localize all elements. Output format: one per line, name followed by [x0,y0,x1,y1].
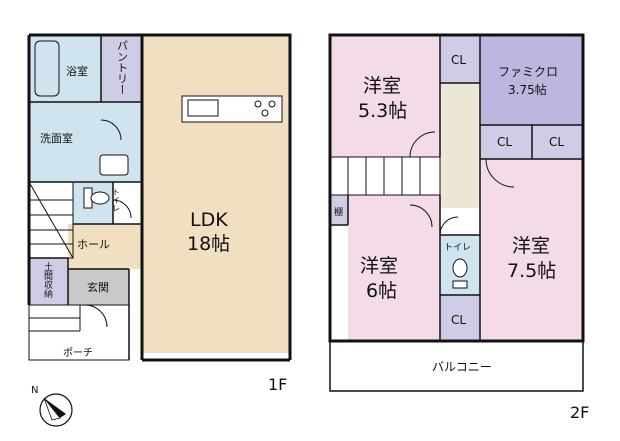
compass-icon: N [31,385,73,427]
bathtub-icon [34,40,60,97]
family-closet-name-label: ファミクロ [498,65,558,79]
toilet-label-2f: トイレ [444,243,471,253]
family-closet-room [480,35,583,125]
shoe-storage-label: 土間収納 [42,261,53,299]
bath-label: 浴室 [66,64,88,78]
bedroom-6-size-label: 6帖 [366,280,397,302]
closet-top-label: CL [451,53,466,67]
hall-label: ホール [77,238,110,251]
bedroom-75-size-label: 7.5帖 [507,260,556,282]
porch-label: ポーチ [63,347,93,359]
toilet-label-1f: トイレ [112,188,121,212]
balcony-label: バルコニー [432,360,492,374]
inner-walls-2f [330,35,583,341]
bedroom-6-room [348,195,440,341]
bedroom-53-size-label: 5.3帖 [358,100,407,122]
bedroom-53-room [330,35,440,157]
closet-mid-right-label: CL [549,135,564,149]
porch-area [28,304,130,361]
bedroom-6-name-label: 洋室 [360,255,398,277]
entrance-room [68,269,129,305]
ldk-name-label: LDK [190,209,228,231]
floor-2-plan: 洋室 5.3帖 CL ファミクロ 3.75帖 CL CL 棚 洋室 6帖 トイレ… [328,33,589,422]
toilet-icon-1f [83,187,110,209]
closet-mid-left-label: CL [497,135,512,149]
bedroom-53-name-label: 洋室 [363,75,401,97]
floor-1-plan: 浴室 パントリー 洗面室 トイレ ホール 土間収納 玄関 ポーチ LDK 18帖… [27,33,292,394]
shelf-room [330,195,348,225]
walls-2f [328,33,585,343]
entrance-label: 玄関 [87,280,109,294]
compass-north-label: N [31,385,38,396]
kitchen-counter-icon [181,95,283,123]
inner-walls-1f [29,35,142,360]
bedroom-75-room [480,159,583,341]
ldk-room [142,35,290,353]
floor-2-label: 2F [570,403,589,422]
pantry-room [101,35,142,102]
shoe-storage-room [29,258,68,308]
stairs-2f [329,156,441,196]
floor-1-label: 1F [268,375,287,394]
hall-room [68,224,142,269]
ldk-size-label: 18帖 [187,233,230,255]
door-swings-1f [84,119,132,328]
toilet-room-1f [73,182,113,224]
family-closet-size-label: 3.75帖 [508,82,547,97]
closet-bottom-room [440,295,480,341]
washroom-label: 洗面室 [40,131,73,145]
closet-mid-left-room [480,125,532,159]
bath-room [29,35,101,102]
pantry-label: パントリー [116,40,129,95]
stairs-1f [28,181,74,259]
toilet-icon-2f [452,258,468,289]
closet-bottom-label: CL [451,313,466,327]
closet-mid-right-room [532,125,583,159]
bedroom-75-name-label: 洋室 [512,235,550,257]
balcony-area [329,340,584,392]
shelf-label: 棚 [334,206,343,218]
washbasin-icon [99,154,129,176]
hall-2f-room [440,83,480,208]
closet-top-room [440,35,480,83]
walls-1f [27,33,292,362]
